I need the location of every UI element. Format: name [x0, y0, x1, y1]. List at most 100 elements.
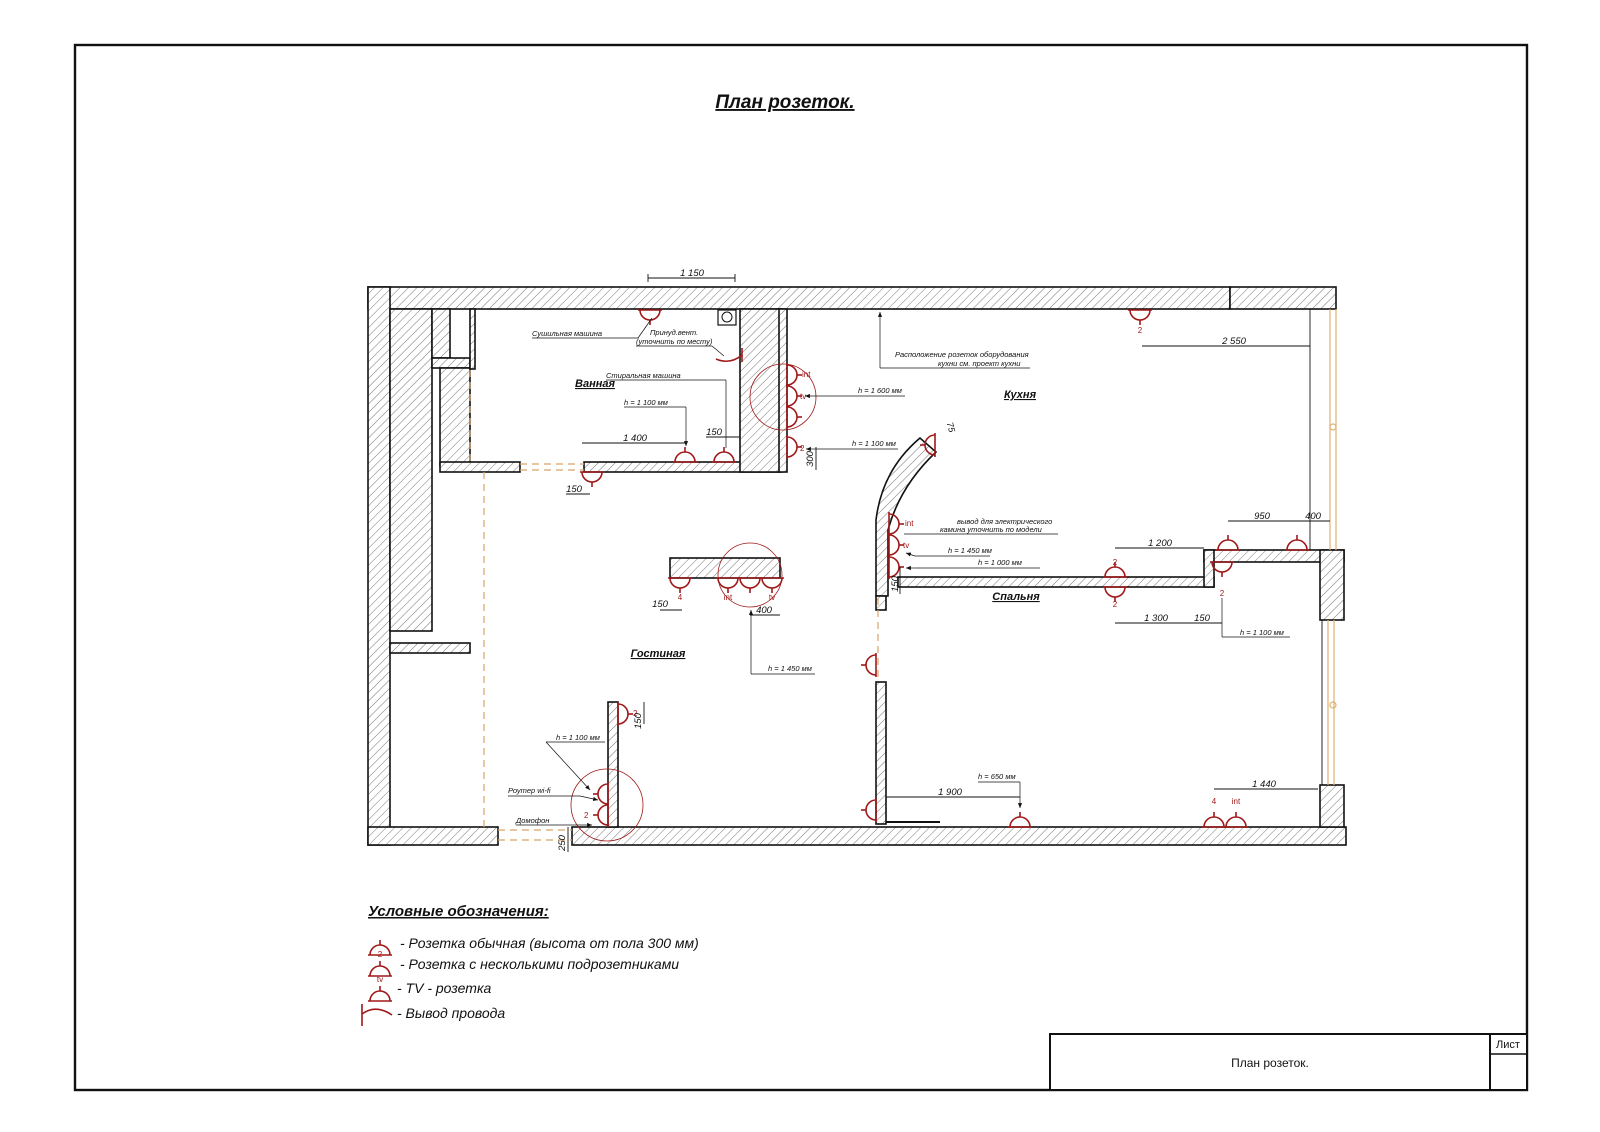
note-intercom: Домофон [515, 816, 549, 825]
note-washer: Стиральная машина [606, 371, 681, 380]
sockets: 2 int tv 2 int tv 2 2 2 4 int [570, 309, 1310, 842]
socket-fire-tv [888, 532, 905, 558]
room-label-bedroom: Спальня [992, 591, 1040, 603]
note-fireplace-1: вывод для электрического [957, 517, 1052, 526]
socket-label: int [724, 593, 733, 602]
room-label-living: Гостиная [631, 648, 686, 660]
height-bedroom: h = 1 100 мм [1240, 628, 1284, 637]
socket-living-bottom [860, 797, 877, 823]
note-kitchen-equipment-1: Расположение розеток оборудования [895, 350, 1029, 359]
legend-multi-label: 2 [378, 950, 383, 959]
dim-150-island: 150 [652, 599, 669, 610]
socket-island-2 [737, 577, 763, 594]
legend-heading: Условные обозначения: [368, 903, 549, 920]
socket-fire-3 [888, 554, 905, 580]
socket-kitchen-right-1 [1215, 534, 1241, 551]
vent-shaft [717, 309, 737, 326]
dimensions: 1 150 2 550 1 400 150 150 300 75 150 400… [557, 268, 1330, 852]
note-kitchen-equipment-2: кухни см. проект кухни [938, 359, 1021, 368]
legend-wire-outlet-icon [361, 1004, 393, 1026]
socket-bedroom-int [1223, 811, 1249, 828]
dim-1900: 1 900 [938, 787, 962, 798]
socket-bedroom-4 [1201, 811, 1227, 828]
height-bath: h = 1 100 мм [624, 398, 668, 407]
note-dryer: Сушильная машина [532, 329, 602, 338]
page-title: План розеток. [715, 92, 854, 113]
dim-150-door: 150 [566, 484, 583, 495]
socket-corridor-bath [579, 471, 605, 488]
socket-label: 2 [633, 709, 638, 718]
socket-bedroom-bottom [1007, 811, 1033, 828]
socket-label: 2 [584, 811, 589, 820]
dim-1300: 1 300 [1144, 613, 1168, 624]
note-router: Роутер wi-fi [508, 786, 551, 795]
room-label-bath: Ванная [575, 378, 615, 390]
socket-label: tv [769, 593, 775, 602]
height-kitchen-socket: h = 1 100 мм [852, 439, 896, 448]
legend-item-simple: - Розетка обычная (высота от пола 300 мм… [400, 935, 699, 951]
height-island: h = 1 450 мм [768, 664, 812, 673]
height-annotations: h = 1 100 мм h = 1 600 мм h = 1 100 мм h… [545, 386, 1290, 808]
socket-kitchen-top [1127, 309, 1153, 326]
sheet-title: План розеток. [1231, 1056, 1309, 1070]
room-label-kitchen: Кухня [1004, 389, 1037, 401]
wire-outlet-bath [715, 354, 743, 363]
socket-router [592, 781, 609, 807]
socket-label: 2 [800, 444, 805, 453]
dim-300: 300 [805, 450, 816, 467]
socket-label: 2 [1220, 589, 1225, 598]
dim-2550: 2 550 [1221, 336, 1246, 347]
windows [1309, 309, 1337, 785]
legend-item-wire: - Вывод провода [397, 1005, 505, 1021]
socket-label: 4 [1212, 797, 1217, 806]
socket-bath-1 [672, 446, 698, 463]
height-corridor: h = 1 100 мм [556, 733, 600, 742]
legend-socket-multi-icon [367, 960, 393, 977]
socket-label: tv [800, 392, 806, 401]
sheet-number-label: Лист [1496, 1039, 1520, 1051]
dim-950: 950 [1254, 511, 1271, 522]
socket-bath-top [637, 309, 663, 326]
socket-corridor-top [617, 701, 634, 727]
socket-group-circle [749, 363, 817, 431]
socket-label: tv [903, 541, 909, 550]
dim-400-bed: 400 [1305, 511, 1322, 522]
socket-kitchen-int [786, 362, 803, 388]
vent-shaft-circle [721, 311, 733, 323]
height-fireplace-low: h = 1 000 мм [978, 558, 1022, 567]
dim-1200: 1 200 [1148, 538, 1172, 549]
socket-living-wall [860, 652, 877, 678]
socket-label: int [905, 519, 914, 528]
socket-label: 2 [1138, 326, 1143, 335]
dim-top: 1 150 [680, 268, 704, 279]
socket-label: 4 [678, 593, 683, 602]
sheet-frame [73, 43, 1529, 1092]
legend-item-multi: - Розетка с несколькими подрозетниками [400, 956, 679, 972]
note-vent-2: (уточнить по месту) [636, 337, 713, 346]
dim-150-bath: 150 [706, 427, 723, 438]
dim-250: 250 [557, 834, 568, 852]
legend-tv-label: tv [377, 975, 383, 984]
socket-label: 2 [1113, 600, 1118, 609]
height-bedroom-low: h = 650 мм [978, 772, 1016, 781]
height-fireplace: h = 1 450 мм [948, 546, 992, 555]
legend-socket-tv-icon [367, 985, 393, 1002]
socket-label: 2 [1113, 558, 1118, 567]
legend: Условные обозначения: - Розетка обычная … [361, 903, 699, 1026]
notes: Сушильная машина Принуд.вент. (уточнить … [508, 312, 1058, 828]
door-openings [469, 370, 879, 841]
dim-400-island: 400 [756, 605, 773, 616]
dim-150-fireplace: 150 [890, 575, 901, 592]
dim-1440: 1 440 [1252, 779, 1276, 790]
socket-island-4 [667, 577, 693, 594]
note-fireplace-2: камина уточнить по модели [940, 525, 1043, 534]
socket-group-circle [717, 542, 783, 608]
socket-label: int [1232, 797, 1241, 806]
dim-150-corridor: 150 [633, 712, 644, 729]
walls [367, 286, 1347, 846]
legend-item-tv: - TV - розетка [397, 980, 492, 996]
socket-kitchen-right-2 [1284, 534, 1310, 551]
note-vent-1: Принуд.вент. [650, 328, 698, 337]
socket-intercom [592, 802, 609, 828]
